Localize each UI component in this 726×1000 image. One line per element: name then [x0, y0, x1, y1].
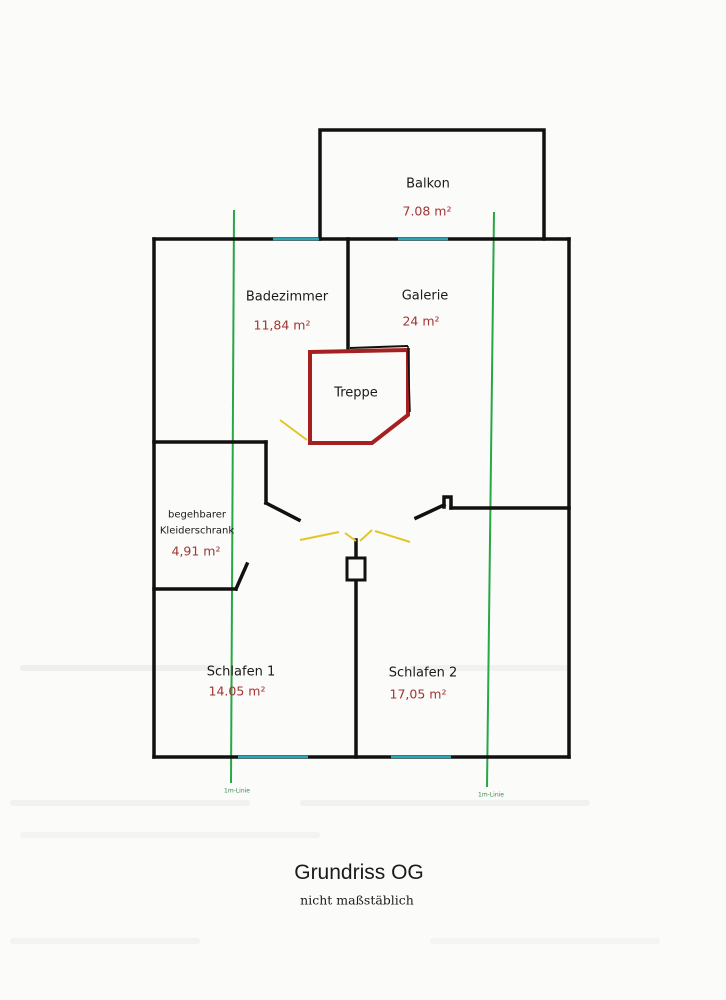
- plan-subtitle: nicht maßstäblich: [300, 892, 414, 908]
- one-meter-line-left: [230, 209, 235, 784]
- room-label-badezimmer: Badezimmer: [245, 289, 329, 305]
- room-label-kleiderschrank-line1: begehbarer: [168, 509, 226, 521]
- room-label-schlafen2: Schlafen 2: [388, 665, 458, 681]
- door-leaf-closet: [263, 500, 302, 523]
- one-meter-line-label-left: 1m-Linie: [224, 787, 250, 795]
- room-label-balkon: Balkon: [406, 176, 450, 192]
- plan-title: Grundriss OG: [294, 861, 424, 884]
- room-area-schlafen2: 17,05 m²: [389, 686, 447, 702]
- faint-background-mark: [10, 938, 200, 944]
- door-leaf-schlafen1: [233, 561, 250, 592]
- room-area-balkon: 7.08 m²: [402, 203, 452, 219]
- walls: [152, 128, 571, 759]
- door-swing-left: [299, 531, 340, 541]
- room-label-schlafen1: Schlafen 1: [206, 664, 276, 680]
- room-area-kleiderschrank: 4,91 m²: [171, 543, 221, 559]
- door-swing-center-right: [359, 529, 373, 542]
- shaft-box: [345, 556, 367, 582]
- faint-background-mark: [10, 800, 250, 806]
- door-swing-center-left: [344, 532, 357, 542]
- door-swings: [279, 419, 411, 543]
- balkon-walls: [318, 128, 546, 241]
- windows: [238, 237, 451, 759]
- faint-background-mark: [410, 665, 570, 671]
- room-area-galerie: 24 m²: [402, 313, 440, 329]
- room-label-galerie: Galerie: [401, 288, 449, 304]
- faint-background-mark: [20, 832, 320, 838]
- faint-background-mark: [20, 665, 220, 671]
- one-meter-lines: [230, 209, 495, 788]
- treppe-outline: [308, 345, 411, 445]
- faint-background-mark: [300, 800, 590, 806]
- room-area-schlafen1: 14.05 m²: [208, 683, 266, 699]
- room-area-badezimmer: 11,84 m²: [253, 317, 311, 333]
- faint-background-mark: [430, 938, 660, 944]
- door-leaf-schlafen2: [413, 502, 447, 521]
- room-label-kleiderschrank-line2: Kleiderschrank: [159, 525, 235, 537]
- door-swing-right: [374, 530, 411, 543]
- one-meter-line-right: [486, 211, 495, 788]
- door-swing-treppe: [279, 419, 308, 441]
- room-label-treppe: Treppe: [334, 385, 378, 401]
- wall-stub-right: [442, 495, 453, 510]
- one-meter-line-label-right: 1m-Linie: [478, 791, 504, 799]
